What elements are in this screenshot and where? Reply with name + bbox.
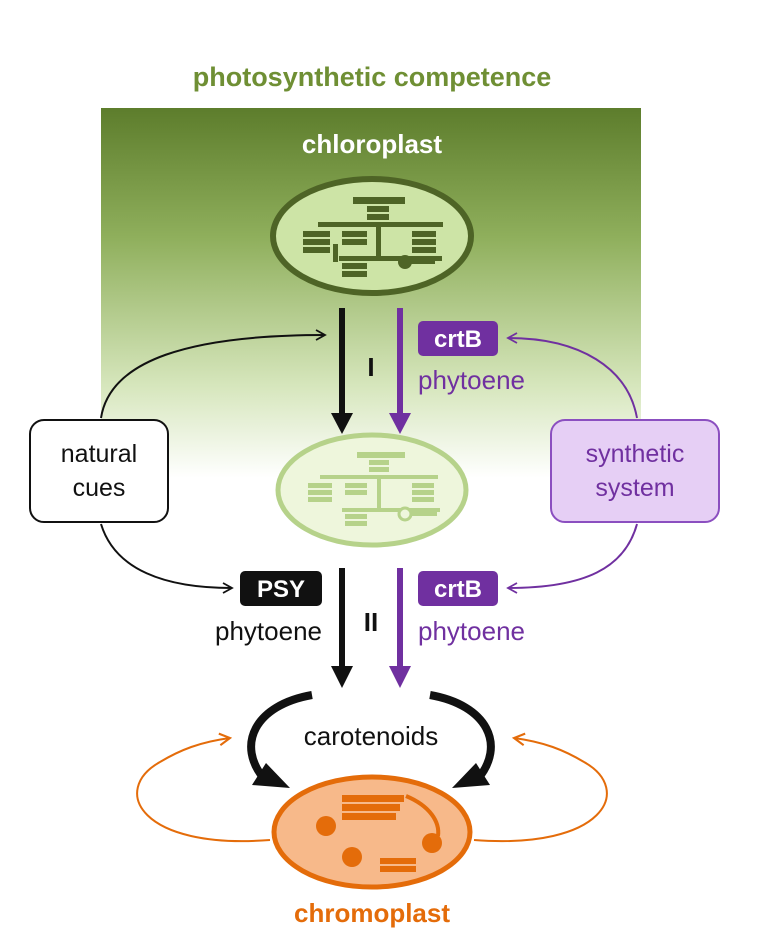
chromoplast-label: chromoplast xyxy=(294,898,450,928)
chloroplast-label: chloroplast xyxy=(302,129,442,159)
stage-II-label: II xyxy=(364,607,378,637)
chromoplast-icon xyxy=(271,774,473,890)
title: photosynthetic competence xyxy=(193,62,552,92)
stage-I-black-arrow xyxy=(331,308,353,434)
psy-product: phytoene xyxy=(215,616,322,646)
crtB-top-badge xyxy=(418,321,498,356)
synthetic-to-crtB-bottom-arrow xyxy=(506,523,638,594)
synthetic-system-box xyxy=(550,419,720,523)
natural-cues-line1: natural xyxy=(61,440,137,468)
carotenoids-label: carotenoids xyxy=(304,721,438,751)
natural-cues-box xyxy=(29,419,169,523)
natural-cues-to-psy-arrow xyxy=(100,523,234,594)
crtB-top-badge-text: crtB xyxy=(434,326,482,353)
stage-II-black-arrow xyxy=(331,568,353,688)
crtB-bottom-product: phytoene xyxy=(418,616,525,646)
chloroplast-icon xyxy=(270,176,474,296)
psy-badge xyxy=(240,571,322,606)
stage-II-purple-arrow xyxy=(389,568,411,688)
chromoplast-right-loop-arrow xyxy=(473,732,608,843)
synthetic-to-crtB-top-arrow xyxy=(506,332,638,419)
carotenoids-right-curved-arrow xyxy=(429,691,495,788)
crtB-bottom-badge xyxy=(418,571,498,606)
natural-cues-line2: cues xyxy=(73,474,126,502)
synthetic-system-line2: system xyxy=(595,474,674,502)
crtB-top-product: phytoene xyxy=(418,365,525,395)
natural-cues-to-stage-I-arrow xyxy=(100,329,327,419)
stage-I-purple-arrow xyxy=(389,308,411,434)
faded-chloroplast-icon xyxy=(275,432,469,548)
synthetic-system-line1: synthetic xyxy=(586,440,685,468)
psy-badge-text: PSY xyxy=(257,576,305,603)
carotenoids-left-curved-arrow xyxy=(247,691,313,788)
chromoplast-left-loop-arrow xyxy=(136,732,271,843)
crtB-bottom-badge-text: crtB xyxy=(434,576,482,603)
stage-I-label: I xyxy=(367,352,374,382)
